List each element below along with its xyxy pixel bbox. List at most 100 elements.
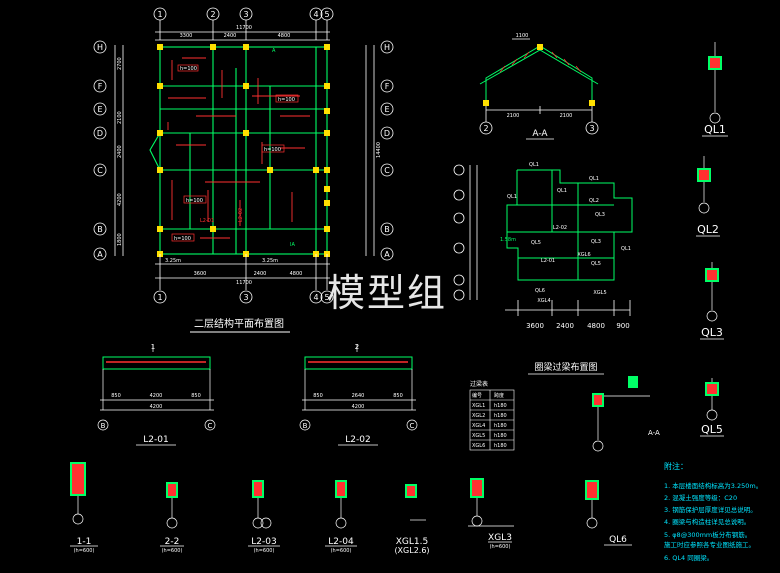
rb-label-6: QL5: [531, 240, 541, 246]
rb-label-11: XGL5: [593, 290, 606, 296]
axis-F-left: F: [98, 82, 103, 91]
l202-axis-b: B: [303, 422, 308, 430]
lintel-r0-c0: XGL1: [472, 403, 485, 409]
sec-xgl3-title: XGL3: [488, 533, 512, 543]
left-dim-1: 2700: [117, 57, 123, 70]
l201-axis-c: C: [208, 422, 213, 430]
axis-4-top: 4: [313, 10, 318, 19]
slab-h100-d: h=100: [186, 198, 203, 204]
l201-sec-mark: 1: [151, 343, 155, 351]
left-dim-3: 2400: [117, 145, 123, 158]
sec-2-2-title: 2-2: [165, 537, 180, 547]
l202-dim-2: 2640: [352, 393, 365, 399]
rb-label-9: L2-01: [541, 258, 555, 264]
top-dim-2: 2400: [224, 33, 237, 39]
rb-label-12: XGL4: [537, 298, 550, 304]
axis-4-bottom: 4: [313, 293, 318, 302]
axis-A-right: A: [384, 250, 390, 259]
sec-2-2-sub: (h=600): [162, 548, 183, 554]
sec-xgl3-sub: (h=600): [490, 544, 511, 550]
axis-C-right: C: [384, 166, 390, 175]
rb-label-3: QL2: [589, 198, 599, 204]
aa-dim-2: 2100: [560, 113, 573, 119]
section-aa: 2100 2100 2 3 1100 A-A: [479, 33, 599, 140]
aa-axis-3: 3: [589, 124, 594, 133]
aa-title: A-A: [532, 129, 548, 139]
axis-E-left: E: [97, 105, 102, 114]
aa-dim-1: 2100: [507, 113, 520, 119]
axis-B-left: B: [97, 225, 103, 234]
bottom-dim-1: 3600: [194, 271, 207, 277]
sec-l203-title: L2-03: [251, 537, 276, 547]
beam-l202: 2 850 2640 850 4200 B C L2-02: [299, 343, 418, 446]
rb-label-1: QL1: [589, 176, 599, 182]
l202-dim-1: 850: [313, 393, 323, 399]
note-1: 1. 本层楼面结构标高为3.250m。: [664, 481, 762, 490]
rb-label-10: XGL6: [577, 252, 590, 258]
rb-label-4: QL3: [595, 212, 605, 218]
elev-label-2: 3.25m: [262, 258, 278, 264]
note-5: 5. φ8@300mm板分布钢筋。: [664, 530, 751, 539]
ql3-title: QL3: [701, 326, 723, 339]
note-5b: 施工时应参照各专业图纸施工。: [664, 540, 755, 549]
elev-label-1: 3.25m: [165, 258, 181, 264]
note-3: 3. 钢筋保护层厚度详见总说明。: [664, 505, 757, 514]
sec-l204-title: L2-04: [328, 537, 354, 547]
rb-label-7: QL5: [591, 261, 601, 267]
slab-h100-c: h=100: [264, 147, 281, 153]
lintel-table: 过梁表 编号 跨度 XGL1 h180 XGL2 h180 XGL4 h180 …: [469, 380, 515, 451]
bottom-dim-3: 4800: [290, 271, 303, 277]
lintel-r1-c1: h180: [494, 413, 507, 419]
small-aa-title: A-A: [648, 429, 660, 437]
l202-total: 4200: [352, 404, 365, 410]
rb-label-0: QL1: [529, 162, 539, 168]
top-dim-1: 3300: [180, 33, 193, 39]
ql2-title: QL2: [697, 223, 719, 236]
lintel-h-0: 编号: [472, 392, 482, 399]
note-6: 6. QL4 同圈梁。: [664, 553, 713, 562]
lintel-r3-c0: XGL5: [472, 433, 485, 439]
rb-dim-3: 4800: [587, 322, 605, 330]
axis-A-left: A: [97, 250, 103, 259]
rb-label-15: QL1: [507, 194, 517, 200]
plan-right-axes: [365, 40, 394, 261]
axis-5-bottom: 5: [324, 293, 329, 302]
plan-bottom-axes: [153, 254, 334, 304]
floor-plan: 1 2 3 4 5 11700 3300 2400 4800 H F E D C…: [93, 7, 394, 333]
l201-dim-1: 850: [111, 393, 121, 399]
l201-title: L2-01: [143, 435, 168, 445]
axis-2-top: 2: [210, 10, 215, 19]
sec-1-1-title: 1-1: [77, 537, 92, 547]
l201-dim-2: 4200: [150, 393, 163, 399]
rb-note: 1.58m: [500, 237, 516, 243]
axis-D-left: D: [97, 129, 103, 138]
l201-dim-3: 850: [191, 393, 201, 399]
axis-1-bottom: 1: [157, 293, 162, 302]
rb-title: 圈梁过梁布置图: [534, 361, 597, 373]
axis-D-right: D: [384, 129, 390, 138]
l202-dim-3: 850: [393, 393, 403, 399]
label-ia: IA: [290, 242, 295, 248]
lintel-r1-c0: XGL2: [472, 413, 485, 419]
sec-xgl15-title: XGL1.5: [396, 537, 428, 547]
rb-label-13: QL6: [535, 288, 545, 294]
aa-axis-2: 2: [483, 124, 488, 133]
axis-1-top: 1: [157, 10, 162, 19]
axis-H-right: H: [384, 43, 390, 52]
slab-h100-e: h=100: [174, 236, 191, 242]
lintel-r3-c1: h180: [494, 433, 507, 439]
beam-l201: 1 850 4200 850 4200 B C L2-01: [97, 343, 216, 446]
rb-label-2: QL1: [557, 188, 567, 194]
rb-label-5: QL3: [591, 239, 601, 245]
axis-3-top: 3: [243, 10, 248, 19]
left-dim-5: 1800: [117, 233, 123, 246]
slab-h100-a: h=100: [180, 66, 197, 72]
top-dim-3: 4800: [278, 33, 291, 39]
lintel-r4-c1: h180: [494, 443, 507, 449]
label-l202: L2-02: [238, 208, 244, 222]
ql-sections: QL1 QL2 QL3 QL5: [696, 42, 728, 437]
left-dim-2: 2100: [117, 111, 123, 124]
rb-dim-4: 900: [616, 322, 629, 330]
